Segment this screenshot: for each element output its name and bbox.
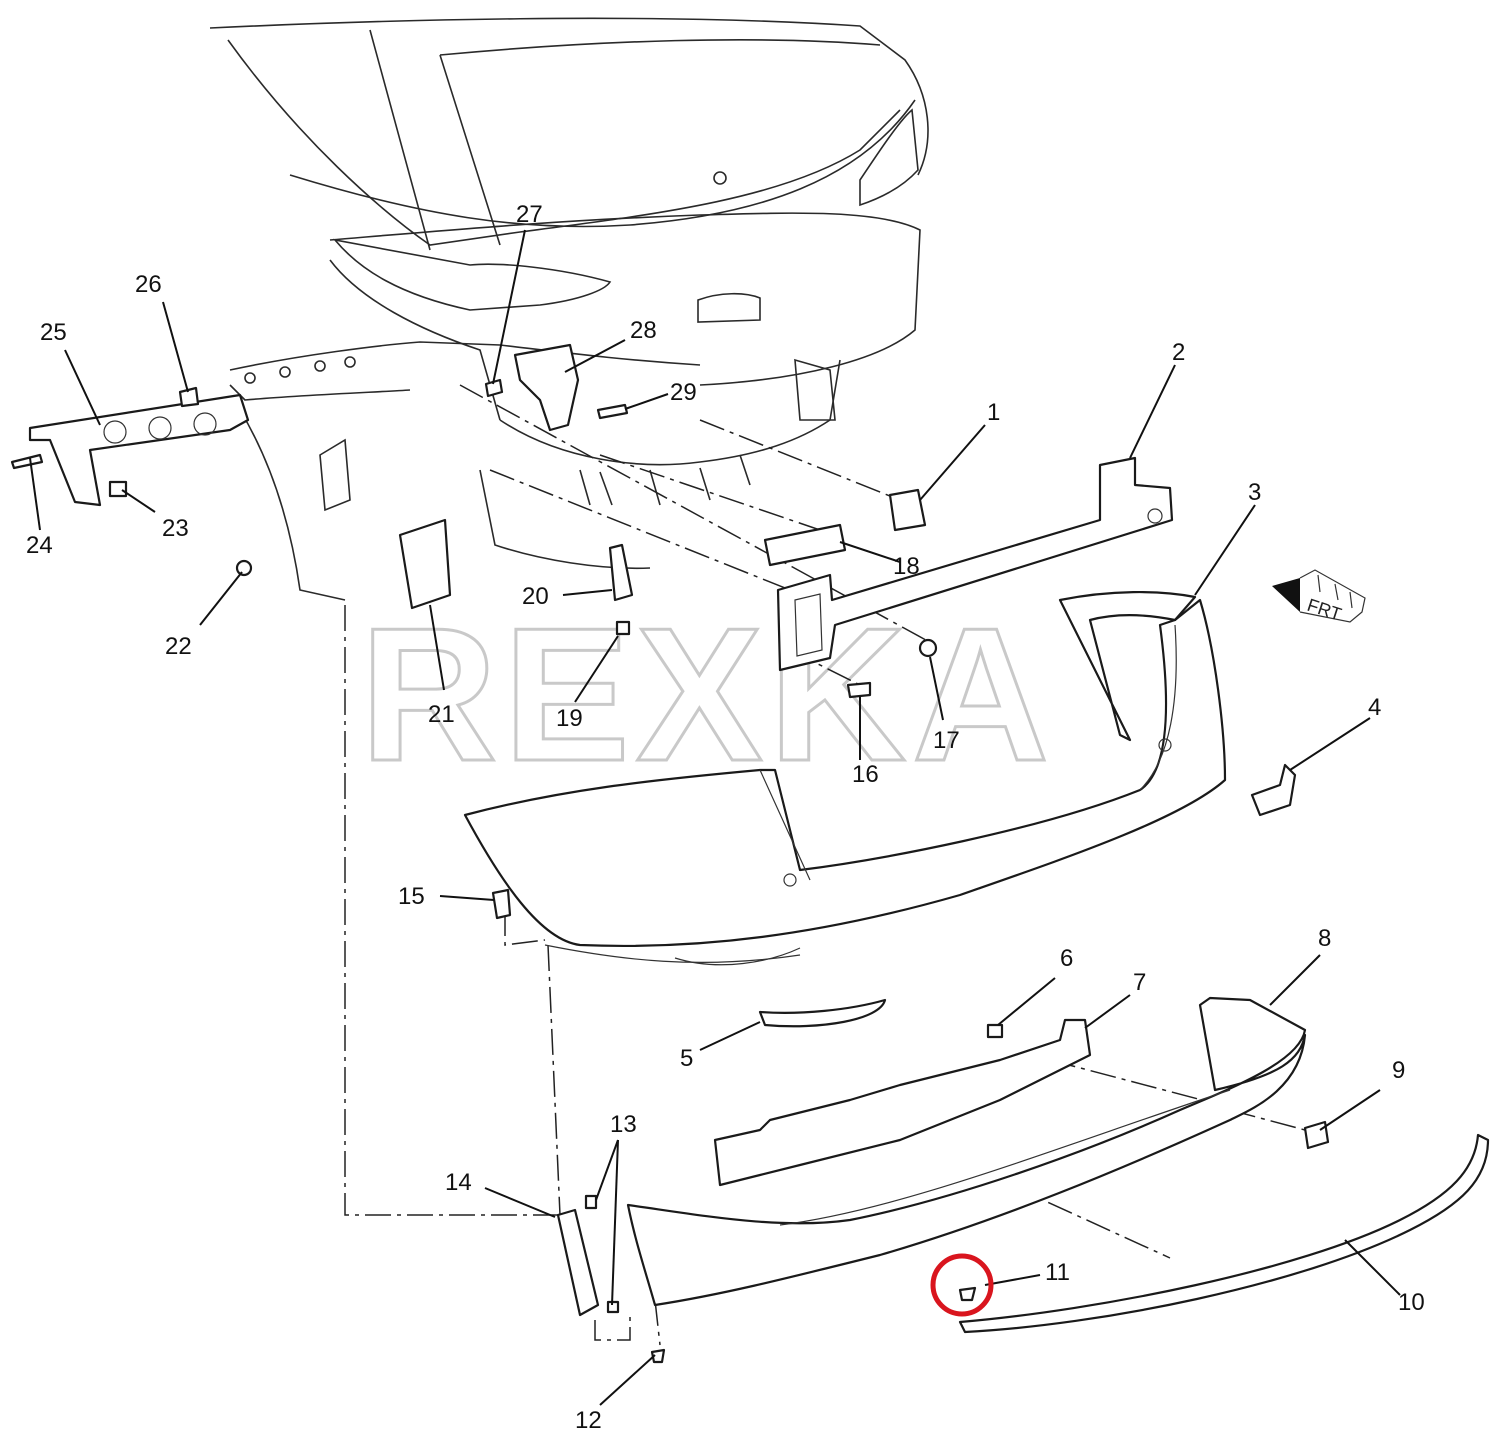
callout-15: 15 [398, 883, 425, 910]
part-8-lower-fascia [626, 996, 1307, 1307]
callout-4: 4 [1368, 694, 1381, 721]
part-1-bracket [888, 488, 927, 532]
part-13-clip [584, 1194, 598, 1210]
part-12-screw [650, 1348, 666, 1364]
part-17-nut [918, 638, 938, 658]
callout-labels: 1 2 3 4 5 6 7 8 9 10 11 12 13 14 15 16 1… [26, 201, 1425, 1434]
part-21-bracket [398, 518, 452, 610]
part-14-bracket [556, 1208, 600, 1317]
callout-29: 29 [670, 379, 697, 406]
callout-3: 3 [1248, 479, 1261, 506]
callout-28: 28 [630, 317, 657, 344]
vehicle-rear-body [209, 17, 929, 601]
callout-5: 5 [680, 1045, 693, 1072]
callout-6: 6 [1060, 945, 1073, 972]
callout-16: 16 [852, 761, 879, 788]
part-3-bumper-fascia [463, 591, 1227, 966]
part-23-clip [108, 480, 128, 498]
leader-lines [29, 229, 1401, 1406]
part-22-fastener [235, 559, 253, 577]
callout-19: 19 [556, 705, 583, 732]
part-27-rod [484, 378, 504, 398]
part-28-latch [513, 343, 580, 432]
part-25-bracket [28, 393, 250, 507]
callout-25: 25 [40, 319, 67, 346]
callout-11: 11 [1045, 1259, 1070, 1286]
watermark-text: REXKA [360, 589, 1055, 801]
callout-2: 2 [1172, 339, 1185, 366]
part-26-pin [178, 386, 200, 408]
highlight-circle [930, 1253, 994, 1317]
part-18-reinforcement [763, 523, 847, 567]
part-6-clip [986, 1023, 1004, 1039]
callout-17: 17 [933, 727, 960, 754]
callout-21: 21 [428, 701, 455, 728]
callout-14: 14 [445, 1169, 472, 1196]
callout-20: 20 [522, 583, 549, 610]
callout-22: 22 [165, 633, 192, 660]
front-arrow-icon: FRT [1272, 569, 1366, 625]
callout-26: 26 [135, 271, 162, 298]
part-15-screw [491, 888, 512, 920]
callout-18: 18 [893, 553, 920, 580]
callout-12: 12 [575, 1407, 602, 1434]
alignment-lines [344, 384, 1306, 1346]
callout-27: 27 [516, 201, 543, 228]
part-10-lower-strip [958, 1133, 1490, 1334]
callout-10: 10 [1398, 1289, 1425, 1316]
callout-24: 24 [26, 532, 53, 559]
part-5-reflector [758, 998, 887, 1028]
part-11-push-clip [958, 1286, 977, 1302]
part-24-screw [10, 453, 44, 470]
part-20-guide [608, 543, 634, 602]
callout-9: 9 [1392, 1057, 1405, 1084]
callout-8: 8 [1318, 925, 1331, 952]
callout-7: 7 [1133, 969, 1146, 996]
part-7-energy-absorber [713, 1018, 1092, 1187]
part-4-trim [1250, 763, 1297, 817]
callout-23: 23 [162, 515, 189, 542]
part-16-bolt [846, 681, 872, 699]
callout-1: 1 [987, 399, 1000, 426]
part-2-impact-bar [776, 456, 1174, 672]
callout-13: 13 [610, 1111, 637, 1138]
part-19-clip [615, 620, 631, 636]
part-29-bolt [596, 403, 629, 420]
